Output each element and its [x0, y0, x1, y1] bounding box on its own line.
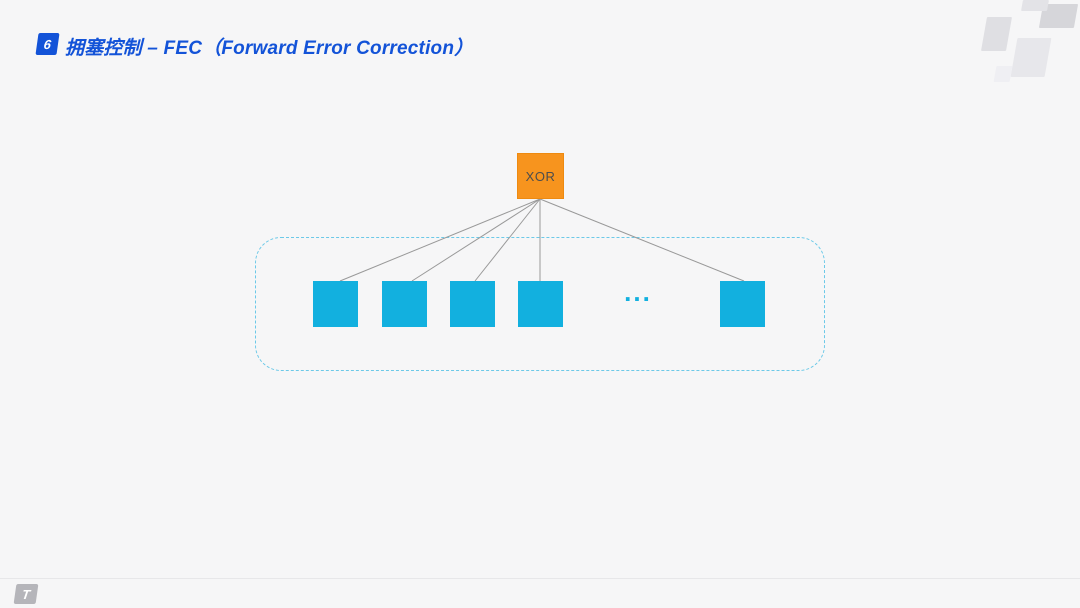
- company-logo: T: [13, 584, 39, 604]
- data-packet-square: [518, 281, 563, 327]
- data-packet-square: [382, 281, 427, 327]
- slide-number: 6: [42, 36, 53, 52]
- slide-title: 拥塞控制 – FEC（Forward Error Correction）: [65, 38, 474, 59]
- corner-decoration-shape: [1021, 0, 1049, 11]
- corner-decoration-shape: [1010, 38, 1052, 77]
- data-packet-square: [313, 281, 358, 327]
- xor-node: XOR: [517, 153, 564, 199]
- data-packet-square: [720, 281, 765, 327]
- slide-header: 6 拥塞控制 – FEC（Forward Error Correction）: [0, 0, 1080, 70]
- corner-decoration-shape: [993, 66, 1013, 82]
- slide-number-badge: 6: [35, 33, 60, 55]
- footer-divider: [0, 578, 1080, 579]
- packet-ellipsis: ...: [624, 277, 652, 307]
- xor-label: XOR: [525, 168, 556, 184]
- data-packet-square: [450, 281, 495, 327]
- logo-glyph: T: [20, 586, 32, 602]
